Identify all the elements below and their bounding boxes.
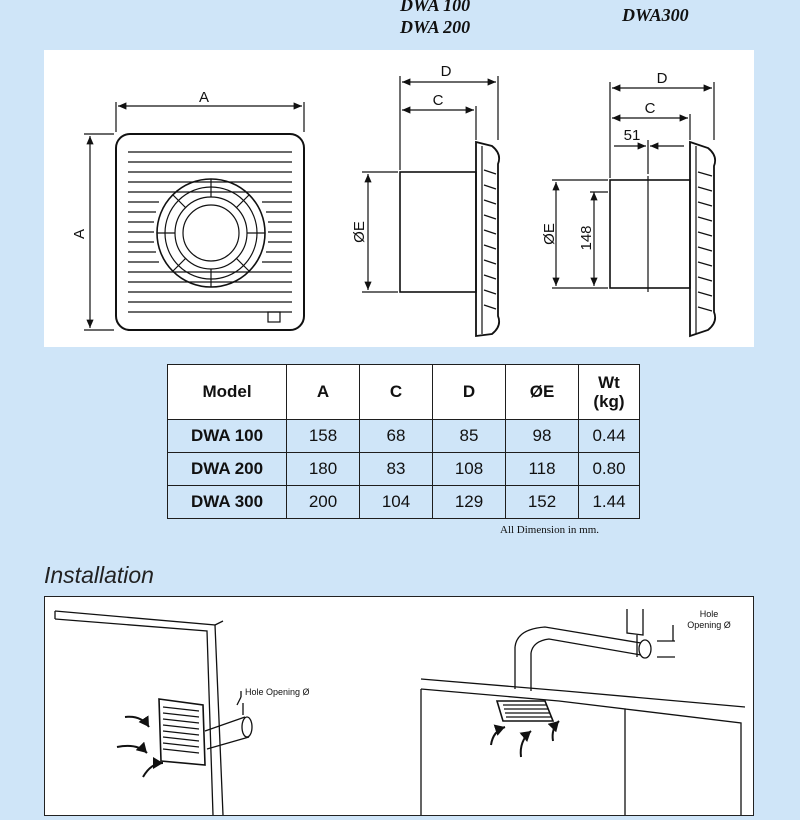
header-d: D <box>432 364 506 420</box>
table-cell: 108 <box>432 452 506 486</box>
technical-drawing-panel: A A D C ØE D C 51 ØE 148 <box>44 50 754 347</box>
side-view-small <box>362 76 501 338</box>
models-header-left: DWA 100 DWA 200 <box>400 0 490 38</box>
table-cell: DWA 100 <box>167 419 287 453</box>
table-cell: 0.80 <box>578 452 640 486</box>
dim-label-front-a-width: A <box>199 89 209 106</box>
table-cell: 85 <box>432 419 506 453</box>
table-cell: DWA 200 <box>167 452 287 486</box>
table-cell: 152 <box>505 485 579 519</box>
table-cell: 1.44 <box>578 485 640 519</box>
header-c: C <box>359 364 433 420</box>
dim-label-front-a-height: A <box>71 229 88 239</box>
table-row: DWA 300 200 104 129 152 1.44 <box>167 485 640 519</box>
front-view <box>84 102 305 331</box>
table-cell: 200 <box>286 485 360 519</box>
table-cell: 98 <box>505 419 579 453</box>
dim-label-side1-d: D <box>441 63 452 80</box>
installation-panel: Hole Opening Ø Hole Opening Ø <box>44 596 754 816</box>
model-label-dwa200: DWA 200 <box>400 17 471 37</box>
table-cell: 180 <box>286 452 360 486</box>
dimension-note: All Dimension in mm. <box>500 524 599 536</box>
table-cell: 83 <box>359 452 433 486</box>
model-label-dwa100: DWA 100 <box>400 0 471 15</box>
table-row: DWA 100 158 68 85 98 0.44 <box>167 419 640 453</box>
header-weight: Wt (kg) <box>578 364 640 420</box>
header-diameter: ØE <box>505 364 579 420</box>
table-cell: 129 <box>432 485 506 519</box>
side-view-large <box>552 82 717 338</box>
installation-drawing: Hole Opening Ø Hole Opening Ø <box>54 609 746 816</box>
label-hole-opening-left: Hole Opening Ø <box>245 687 310 697</box>
table-cell: 68 <box>359 419 433 453</box>
header-model: Model <box>167 364 287 420</box>
dim-label-side2-c: C <box>645 100 656 117</box>
header-a: A <box>286 364 360 420</box>
table-cell: 158 <box>286 419 360 453</box>
installation-title: Installation <box>44 562 154 588</box>
table-cell: 104 <box>359 485 433 519</box>
dim-label-side2-diameter: ØE <box>541 223 558 245</box>
table-header-row: Model A C D ØE Wt (kg) <box>167 364 640 420</box>
table-cell: DWA 300 <box>167 485 287 519</box>
install-wall-left <box>54 610 253 816</box>
technical-drawing: A A D C ØE D C 51 ØE 148 <box>71 63 717 338</box>
table-row: DWA 200 180 83 108 118 0.80 <box>167 452 640 486</box>
model-label-dwa300: DWA300 <box>622 5 689 25</box>
dim-label-side2-d: D <box>657 70 668 87</box>
spec-table: Model A C D ØE Wt (kg) DWA 100 158 68 85… <box>167 364 640 519</box>
label-hole-opening-right-2: Opening Ø <box>687 620 731 630</box>
table-cell: 118 <box>505 452 579 486</box>
dim-label-side2-height: 148 <box>578 225 595 250</box>
label-hole-opening-right-1: Hole <box>700 609 719 619</box>
dim-label-side1-diameter: ØE <box>351 221 368 243</box>
dim-label-side1-c: C <box>433 92 444 109</box>
table-cell: 0.44 <box>578 419 640 453</box>
install-ceiling-right <box>420 609 746 815</box>
dim-label-side2-offset: 51 <box>624 127 641 144</box>
